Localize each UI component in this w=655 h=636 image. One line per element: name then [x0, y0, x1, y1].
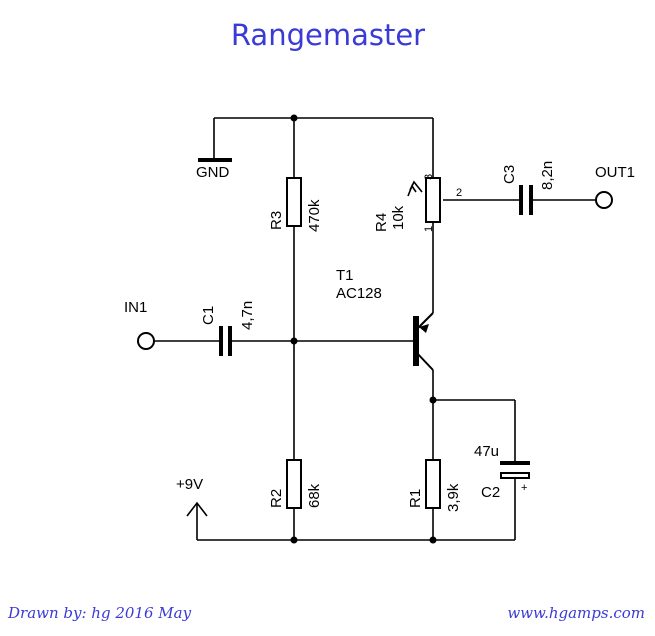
- r3-value: 470k: [306, 199, 323, 232]
- resistor-r3: R3 470k: [268, 177, 323, 232]
- junction-dot: [290, 114, 298, 122]
- r1-body: [425, 459, 441, 509]
- r3-body: [286, 177, 302, 227]
- gnd-label: GND: [196, 164, 230, 181]
- footer-website: www.hgamps.com: [507, 604, 645, 622]
- t1-collector-lead: [415, 351, 434, 371]
- gnd-symbol: GND: [196, 158, 232, 181]
- supply-symbol: +9V: [176, 476, 208, 517]
- r3-ref: R3: [268, 211, 285, 230]
- c2-polarity: +: [521, 482, 527, 494]
- t1-emitter-arrow-icon: [419, 324, 429, 333]
- wires: [155, 117, 595, 541]
- junction-dot: [429, 536, 437, 544]
- transistor-t1: T1 AC128: [336, 267, 434, 371]
- c2-ref: C2: [481, 484, 500, 501]
- t1-value: AC128: [336, 285, 382, 302]
- junction-dot: [290, 337, 298, 345]
- r4-body: [425, 177, 441, 223]
- potentiometer-r4: R4 10k 1 2 3: [373, 174, 462, 232]
- r4-pin1: 1: [423, 226, 435, 232]
- output-label: OUT1: [595, 164, 635, 181]
- footer-credit: Drawn by: hg 2016 May: [7, 604, 192, 622]
- r2-value: 68k: [306, 483, 323, 508]
- r4-ref: R4: [373, 213, 390, 232]
- t1-emitter-lead: [415, 312, 434, 331]
- junction-dot: [290, 536, 298, 544]
- input-label: IN1: [124, 299, 147, 316]
- c1-ref: C1: [200, 306, 217, 325]
- c1-value: 4,7n: [239, 301, 256, 330]
- r4-value: 10k: [390, 205, 407, 230]
- junction-dot: [429, 396, 437, 404]
- resistor-r1: R1 3,9k: [407, 459, 462, 512]
- capacitor-c2: 47u C2 +: [474, 443, 530, 501]
- supply-arrow: [186, 501, 208, 517]
- junctions: [290, 114, 437, 544]
- capacitor-c1: C1 4,7n: [200, 301, 256, 356]
- c2-value: 47u: [474, 443, 499, 460]
- capacitor-c3: C3 8,2n: [501, 161, 556, 215]
- r4-pin2: 2: [456, 187, 462, 199]
- input-terminal: [137, 332, 155, 350]
- r1-ref: R1: [407, 489, 424, 508]
- r2-body: [286, 459, 302, 509]
- t1-ref: T1: [336, 267, 354, 284]
- supply-label: +9V: [176, 476, 203, 493]
- wiper-arrow-icon: [407, 184, 417, 197]
- c3-ref: C3: [501, 165, 518, 184]
- c2-plate-polarized: [500, 472, 530, 479]
- output-port: OUT1: [595, 164, 635, 209]
- r2-ref: R2: [268, 489, 285, 508]
- c3-value: 8,2n: [539, 161, 556, 190]
- output-terminal: [595, 191, 613, 209]
- input-port: IN1: [124, 299, 155, 350]
- r4-pin3: 3: [423, 174, 435, 180]
- diagram-title: Rangemaster: [231, 18, 425, 52]
- r1-value: 3,9k: [445, 483, 462, 512]
- resistor-r2: R2 68k: [268, 459, 323, 509]
